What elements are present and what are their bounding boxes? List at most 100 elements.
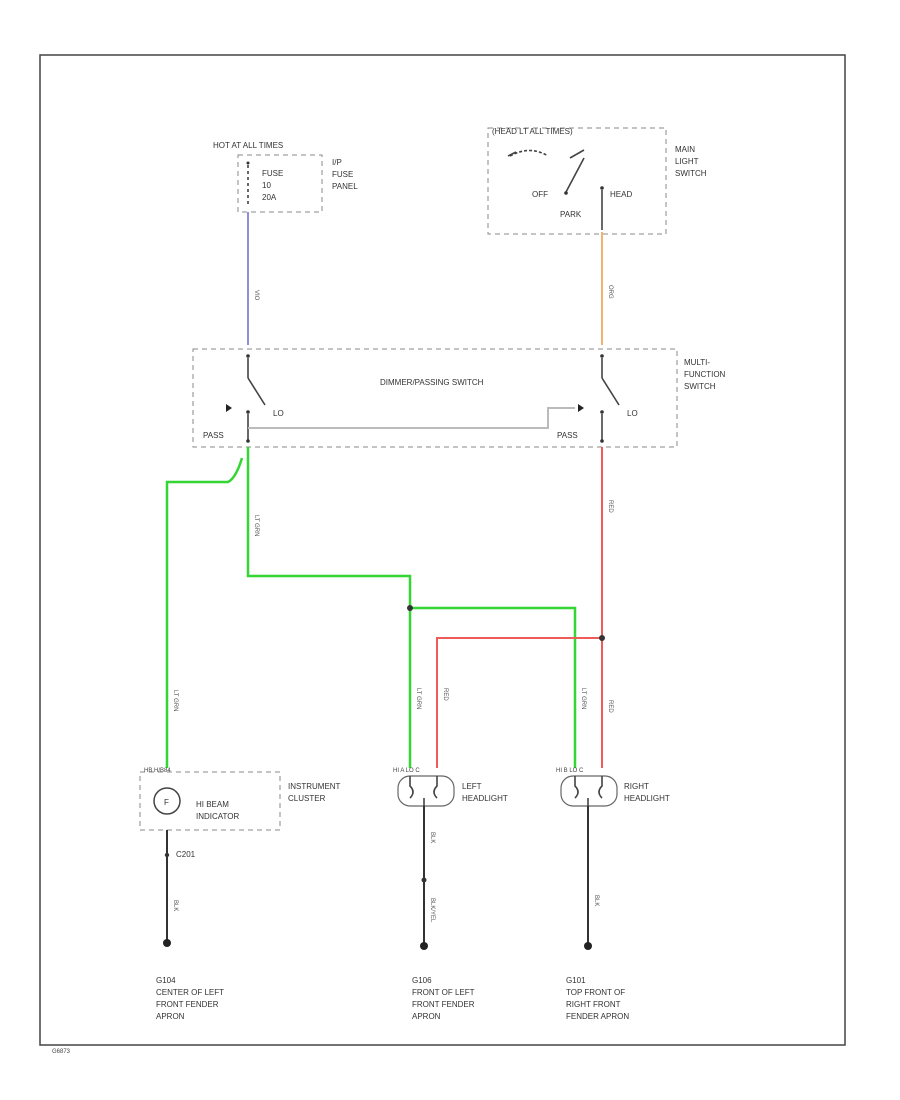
switch-link-arc <box>509 149 549 157</box>
wire-orange: ORG <box>601 232 613 345</box>
ground-g106-line-3: APRON <box>412 1012 441 1021</box>
wire-black-lh-label: BLK <box>429 832 435 843</box>
fuse-amps: 20A <box>262 193 277 202</box>
ground-g101-symbol <box>584 942 592 950</box>
left-headlight-label-2: HEADLIGHT <box>462 794 508 803</box>
wire-green-lh-label: LT GRN <box>415 688 421 709</box>
wire-black-lh2-label: BLK/YEL <box>429 898 435 923</box>
main-light-switch-header: (HEAD LT ALL TIMES) <box>492 127 573 136</box>
mfs-left-lo-label: LO <box>273 409 284 418</box>
instrument-cluster-label-1: INSTRUMENT <box>288 782 341 791</box>
dimmer-switch-title: DIMMER/PASSING SWITCH <box>380 378 484 387</box>
switch-head-terminal <box>600 186 604 190</box>
ground-g106-symbol <box>420 942 428 950</box>
right-headlight-label-1: RIGHT <box>624 782 649 791</box>
left-headlight-pins: HI A LO C <box>393 768 420 774</box>
mfs-right-pass-label: PASS <box>557 431 578 440</box>
fuse-number: 10 <box>262 181 271 190</box>
ground-g104-label: G104 CENTER OF LEFT FRONT FENDER APRON <box>156 976 224 1021</box>
ground-g101-line-1: TOP FRONT OF <box>566 988 625 997</box>
left-headlight: HI A LO C LEFT HEADLIGHT <box>393 768 508 807</box>
switch-pivot <box>564 191 568 195</box>
diagram-frame <box>39 54 846 1046</box>
wire-red <box>436 447 603 768</box>
wire-violet-label: VIO <box>253 290 259 301</box>
fuse-panel: HOT AT ALL TIMES FUSE 10 20A I/P FUSE PA… <box>213 141 358 213</box>
ground-g104-line-2: FRONT FENDER <box>156 1000 219 1009</box>
ground-g104-symbol <box>163 939 171 947</box>
wire-red-main-label: RED <box>607 500 613 513</box>
ground-g106-line-2: FRONT FENDER <box>412 1000 475 1009</box>
right-headlight-lo-filament <box>598 776 603 799</box>
multi-function-switch-box <box>192 348 678 448</box>
wire-green-rh-branch <box>410 606 577 768</box>
mfs-right-lo-contact <box>600 410 604 414</box>
switch-head-label: HEAD <box>610 190 632 199</box>
ground-g104-line-1: CENTER OF LEFT <box>156 988 224 997</box>
fuse-name: FUSE <box>262 169 283 178</box>
mfs-passing-bus <box>248 407 575 429</box>
wire-green-indicator <box>165 457 244 768</box>
lh-ground-splice <box>421 877 427 883</box>
switch-contact-left <box>507 151 517 157</box>
mfs-label-2: FUNCTION <box>684 370 726 379</box>
wire-green <box>165 447 577 768</box>
ground-g106-label: G106 FRONT OF LEFT FRONT FENDER APRON <box>412 976 475 1021</box>
main-light-switch-label-1: MAIN <box>675 145 695 154</box>
figure-id: G6873 <box>52 1049 71 1055</box>
wire-black-ic-label: BLK <box>172 900 178 911</box>
hi-beam-lamp-symbol: F <box>164 798 169 807</box>
splice-red <box>599 635 605 641</box>
ground-g104-id: G104 <box>156 976 176 985</box>
mfs-left-pass-contact <box>226 404 232 412</box>
ground-g106-line-1: FRONT OF LEFT <box>412 988 475 997</box>
right-headlight-label-2: HEADLIGHT <box>624 794 670 803</box>
mfs-label-1: MULTI- <box>684 358 710 367</box>
right-headlight-hi-filament <box>574 776 579 799</box>
fuse-panel-label-2: FUSE <box>332 170 353 179</box>
hi-beam-indicator-label-2: INDICATOR <box>196 812 239 821</box>
ic-connector-pin <box>164 852 170 858</box>
wire-orange-label: ORG <box>607 285 613 299</box>
instrument-cluster: HB H/B84 F HI BEAM INDICATOR INSTRUMENT … <box>139 768 341 859</box>
fuse-panel-label-3: PANEL <box>332 182 358 191</box>
left-headlight-body <box>397 775 455 807</box>
mfs-left-top-terminal <box>246 354 250 358</box>
mfs-left-lo-contact <box>246 410 250 414</box>
mfs-right-blade <box>601 377 620 406</box>
wire-red-lh-label: RED <box>442 688 448 701</box>
main-light-switch-label-3: SWITCH <box>675 169 707 178</box>
fuse-top-terminal <box>246 161 250 165</box>
hi-beam-indicator-label-1: HI BEAM <box>196 800 229 809</box>
ground-wires <box>166 806 589 944</box>
switch-park-label: PARK <box>560 210 582 219</box>
instrument-cluster-label-2: CLUSTER <box>288 794 326 803</box>
left-headlight-label-1: LEFT <box>462 782 482 791</box>
fuse-panel-label-1: I/P <box>332 158 342 167</box>
left-headlight-hi-filament <box>409 776 414 799</box>
switch-contact-right <box>569 149 585 159</box>
right-headlight: HI B LO C RIGHT HEADLIGHT <box>556 768 670 807</box>
connector-c201: C201 <box>176 850 196 859</box>
mfs-left-pass-label: PASS <box>203 431 224 440</box>
mfs-label-3: SWITCH <box>684 382 716 391</box>
ground-g101-label: G101 TOP FRONT OF RIGHT FRONT FENDER APR… <box>566 976 629 1021</box>
right-headlight-body <box>560 775 618 807</box>
main-light-switch: (HEAD LT ALL TIMES) OFF HEAD PARK MAIN L… <box>487 127 707 235</box>
wire-red-rh-label: RED <box>607 700 613 713</box>
mfs-left-blade <box>247 377 266 406</box>
ground-g101-id: G101 <box>566 976 586 985</box>
mfs-right-top-terminal <box>600 354 604 358</box>
wire-black-rh-label: BLK <box>593 895 599 906</box>
wire-red-lh-branch <box>436 637 602 768</box>
fuse-panel-header: HOT AT ALL TIMES <box>213 141 283 150</box>
ground-g101-line-3: FENDER APRON <box>566 1012 629 1021</box>
mfs-right-bottom-terminal <box>600 439 604 443</box>
left-headlight-lo-filament <box>433 776 438 799</box>
mfs-right-pass-contact <box>578 404 584 412</box>
wire-green-rh-label: LT GRN <box>580 688 586 709</box>
switch-blade <box>565 157 585 193</box>
main-light-switch-label-2: LIGHT <box>675 157 699 166</box>
ground-g104-line-3: APRON <box>156 1012 185 1021</box>
